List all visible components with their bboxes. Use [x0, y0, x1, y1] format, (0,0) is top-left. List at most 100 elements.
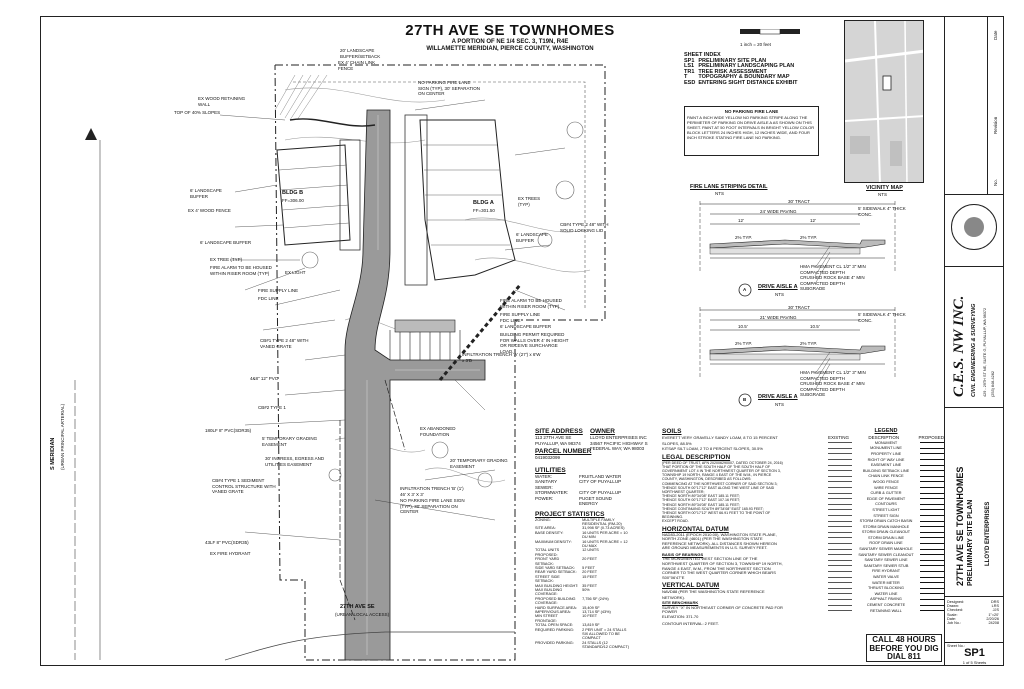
aisle-a-bubble: A [743, 287, 747, 292]
legal-line: THENCE NORTH 00°17'12" WEST 66.91 FEET T… [662, 510, 771, 520]
stats-row: SITE AREA:31,998 SF (0.73 ACRES) [535, 526, 635, 530]
legal-description: (PER DEED OF TRUST, AFN 202006290007, DA… [662, 461, 784, 524]
legend-existing-symbol [828, 447, 852, 449]
stats-key: SIDE YARD SETBACK: [535, 565, 575, 570]
legend-existing-symbol [828, 515, 852, 517]
legend-existing-symbol [828, 582, 852, 584]
legend-item-label: SANITARY SEWER LINE [864, 558, 908, 563]
legend-existing-symbol [828, 520, 852, 522]
legend-proposed-symbol [920, 515, 944, 517]
legend-proposed-symbol [920, 470, 944, 472]
aisle-b-sidewalk: 5' SIDEWALK 4" THICK CONC. [858, 312, 906, 323]
drive-aisle-stripes [366, 115, 480, 655]
info-val: LRS [991, 604, 999, 609]
legend-proposed-symbol [920, 526, 944, 528]
legend-proposed-symbol [920, 447, 944, 449]
legend-item-label: EDGE OF PAVEMENT [866, 496, 906, 501]
legend-existing-symbol [828, 475, 852, 477]
stats-row: REAR YARD SETBACK:20 FEET [535, 570, 635, 574]
info-val: JJS [992, 608, 999, 613]
util-key: STORMWATER: [535, 490, 569, 495]
legend-proposed-symbol [920, 548, 944, 550]
legend-existing-symbol [828, 453, 852, 455]
soils-line: EVERETT VERY GRAVELLY SANDY LOAM, 8 TO 1… [662, 435, 778, 446]
vicinity-map [844, 20, 924, 183]
callout-ex-trees: EX TREES (TYP) [518, 196, 541, 207]
legend-existing-symbol [828, 498, 852, 500]
legend-proposed-symbol [920, 459, 944, 461]
call-line: BEFORE YOU DIG [869, 643, 939, 653]
stats-val: 5 FEET [582, 565, 595, 570]
callout-retaining-wall: EX WOOD RETAINING WALL [198, 96, 246, 107]
sheet-code: T [684, 74, 688, 80]
sheet-number-block: Sheet No.: SP1 1 of 5 Sheets [945, 642, 1004, 667]
callout-trench-a: INFILTRATION TRENCH 'A' (27') x 6'W x 3'… [462, 352, 541, 363]
fire-lane-note-heading: NO PARKING FIRE LANE [724, 109, 779, 114]
site-address-heading: SITE ADDRESS [535, 428, 583, 435]
legend-heading: LEGEND [874, 428, 898, 434]
callout-fdc-line: FDC LINE [258, 296, 279, 301]
legend-row: MONUMENT LINE [828, 446, 944, 452]
engineer-seal [951, 204, 997, 250]
contour-interval: CONTOUR INTERVAL: 2 FEET. [662, 620, 719, 626]
aisle-a-label-base: CRUSHED ROCK BASE 4" MIN COMPACTED DEPTH [800, 275, 865, 286]
title-block: Date Revision No. C.E.S. NW INC. CIVIL E… [944, 16, 1004, 666]
bldg-b-ff: FF=306.00 [282, 198, 304, 203]
util-key: POWER: [535, 495, 554, 501]
legend-item-label: SANITARY SEWER CLEANOUT [858, 552, 914, 557]
util-key: SANITARY SEWER: [535, 479, 558, 490]
callout-trench-b: INFILTRATION TRENCH 'B' (1') 46' X 3' X … [400, 486, 464, 497]
street-edge [224, 631, 515, 661]
aisle-a-sidewalk: 5' SIDEWALK 4" THICK CONC. [858, 206, 906, 217]
stats-key: PROVIDED PARKING: [535, 640, 574, 645]
callout-fire-supply: FIRE SUPPLY LINE [258, 288, 299, 293]
info-key: Drawn: [947, 604, 960, 609]
legend-existing-symbol [828, 598, 852, 600]
legal-line: THENCE NORTH 89°34'08" EAST 185.11 FEET; [662, 494, 740, 499]
legend-row: CURB & GUTTER [828, 490, 944, 496]
scale-bar: 1 inch = 20 feet [740, 24, 800, 48]
aisle-b-bubble: B [743, 397, 747, 402]
aisle-b-slope-1: 2% TYP. [735, 341, 753, 346]
callout-fire-lane-sign-2: NO PARKING FIRE LANE SIGN (TYP), 30' SEP… [400, 498, 465, 514]
sheet-name: TREE RISK ASSESSMENT [698, 68, 767, 75]
stats-val: SIX ALLOWED TO BE COMPACT [582, 632, 620, 641]
legend-proposed-symbol [920, 475, 944, 477]
sheet-code: SP1 [684, 57, 695, 64]
legend-proposed-symbol [920, 598, 944, 600]
sheet-no-value: SP1 [964, 647, 985, 659]
slope-hatch [274, 74, 328, 121]
legend-row: RETAINING WALL [828, 608, 944, 614]
stats-row: PROVIDED PARKING:24 STALLS (12 STANDARD/… [535, 641, 635, 650]
site-address-line: PUYALLUP, WA 98374 [535, 440, 581, 446]
tb-client: LLOYD ENTERPRISES [985, 501, 991, 566]
util-key: WATER: [535, 473, 552, 479]
owner-block: OWNER LLOYD ENTERPRISES INC 34567 PACIFI… [590, 428, 660, 452]
callout-fire-hydrant: EX FIRE HYDRANT [210, 551, 251, 556]
stats-key: REAR YARD SETBACK: [535, 570, 577, 575]
fire-lane-detail-label: FIRE LANE STRIPING DETAIL [690, 184, 768, 190]
legend-column-headers: EXISTING DESCRIPTION PROPOSED [828, 435, 944, 441]
drive-aisle-a-section [699, 201, 896, 297]
legend-item-label: WIRE FENCE [874, 485, 898, 490]
stats-row: TOTAL OPEN SPACE:13,819 SF [535, 623, 635, 627]
building-b [276, 139, 361, 251]
stats-val: 10 FEET [582, 614, 598, 619]
legend-existing-symbol [828, 610, 852, 612]
util-val: CITY OF PUYALLUP [578, 479, 622, 484]
stats-row: REQUIRED PARKING:2 PER UNIT = 24 STALLS [535, 628, 635, 632]
legend-item-label: WATER VALVE [872, 575, 900, 580]
legal-line: COMMENCING AT THE NORTHWEST CORNER OF SA… [662, 481, 778, 486]
aisle-b-slope-2: 2% TYP. [800, 341, 818, 346]
callout-cb1: CB#1 TYPE 2 48" WITH VANED GRATE [260, 338, 309, 349]
owner-heading: OWNER [590, 428, 615, 435]
fire-lane-detail-nts: NTS [715, 191, 724, 196]
callout-fire-alarm: FIRE ALARM TO BE HOUSED WITHIN RISER ROO… [210, 265, 272, 276]
legend-existing-symbol [828, 604, 852, 606]
legend-existing-symbol [828, 526, 852, 528]
